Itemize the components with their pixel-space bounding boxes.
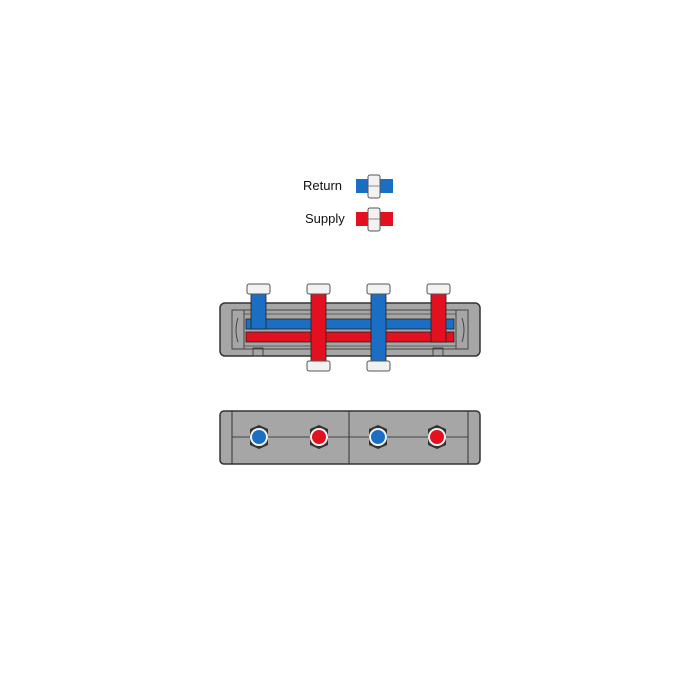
port-return-1 <box>250 425 268 449</box>
legend-supply-swatch <box>356 207 393 232</box>
legend-return-label: Return <box>303 178 343 193</box>
legend-return-swatch <box>356 174 393 199</box>
manifold-top-view <box>219 283 481 372</box>
manifold-front-view <box>219 410 481 465</box>
port-supply-1 <box>310 425 328 449</box>
port-return-2 <box>369 425 387 449</box>
legend-supply-label: Supply <box>305 211 345 226</box>
port-supply-2 <box>428 425 446 449</box>
